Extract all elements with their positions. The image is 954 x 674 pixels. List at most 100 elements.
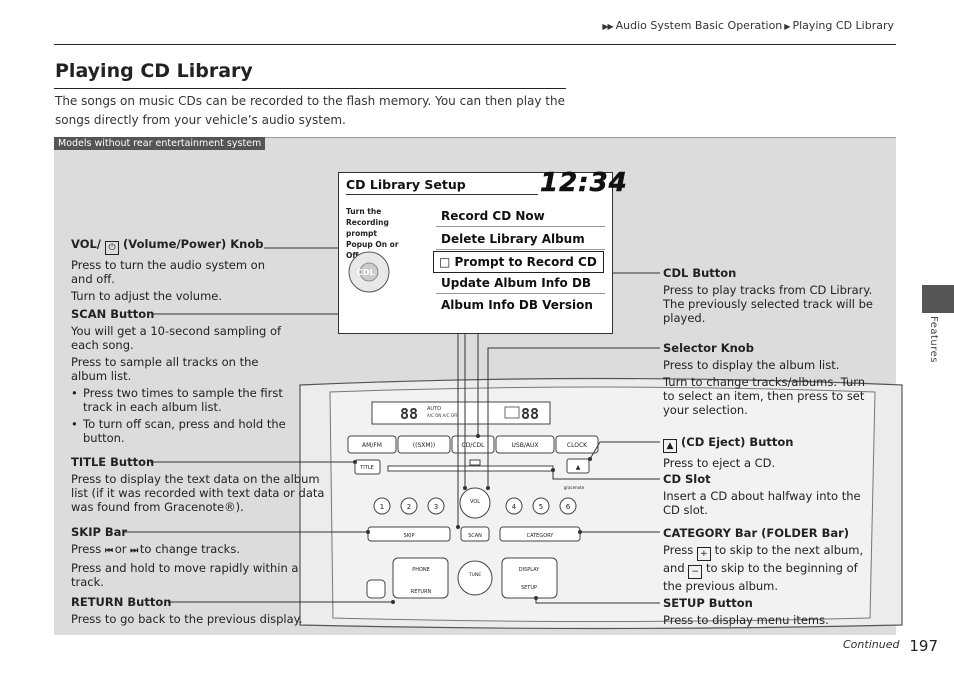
vol-heading-pre: VOL/ [71, 237, 102, 251]
title-label: TITLE [359, 465, 374, 471]
cdslot-desc: Insert a CD about halfway into the CD sl… [663, 489, 861, 517]
usb-aux-button [495, 435, 555, 454]
preset-2-label: 2 [407, 503, 411, 511]
skip-forward-icon: ⏭ [130, 546, 138, 556]
callout-category: CATEGORY Bar (FOLDER Bar) Press + to ski… [663, 526, 878, 593]
eject-glyph: ▲ [576, 464, 581, 471]
power-icon: ⏻ [105, 241, 120, 255]
skip-desc-1: Press ⏮ or ⏭ to change tracks. [71, 542, 321, 558]
menu-record-cd-now[interactable]: Record CD Now [436, 206, 605, 227]
setup-label: SETUP [521, 585, 537, 591]
phone-hook-button [366, 579, 386, 599]
tune-knob [457, 560, 493, 596]
callout-eject: ▲ (CD Eject) Button Press to eject a CD. [663, 435, 878, 470]
vol-heading-post: (Volume/Power) Knob [123, 237, 264, 251]
skip-back-icon: ⏮ [104, 546, 113, 556]
menu-update-album-info-db[interactable]: Update Album Info DB [436, 273, 605, 294]
page-title: Playing CD Library [55, 60, 253, 82]
scan-heading: SCAN Button [71, 307, 155, 321]
cdl-desc: Press to play tracks from CD Library. Th… [663, 283, 874, 325]
callout-selector: Selector Knob Press to display the album… [663, 341, 878, 417]
selector-desc-1: Press to display the album list. [663, 358, 840, 372]
leader-dots [353, 434, 592, 604]
cdl-indicator [469, 459, 481, 466]
title-button [354, 459, 381, 475]
title-rule [54, 88, 566, 89]
callout-cdl: CDL Button Press to play tracks from CD … [663, 266, 878, 325]
eject-heading-text: (CD Eject) Button [681, 435, 794, 449]
cd-cdl-label: CD/CDL [462, 442, 486, 449]
callout-vol: VOL/ ⏻ (Volume/Power) Knob Press to turn… [71, 237, 271, 303]
lcd-digits-left: 88 [400, 405, 418, 423]
intro-text: The songs on music CDs can be recorded t… [55, 94, 565, 127]
breadcrumb: ▶▶Audio System Basic Operation▶Playing C… [602, 19, 894, 32]
category-desc-mid: to skip to the next album, and [663, 543, 864, 575]
cdslot-heading: CD Slot [663, 472, 711, 486]
callout-skip: SKIP Bar Press ⏮ or ⏭ to change tracks. … [71, 525, 321, 589]
menu-album-info-db-version[interactable]: Album Info DB Version [441, 298, 593, 312]
callout-scan: SCAN Button You will get a 10-second sam… [71, 307, 301, 445]
cdl-knob-icon: CDL [348, 251, 390, 293]
clock-label: CLOCK [567, 442, 588, 449]
leader-eject [589, 441, 660, 460]
am-fm-label: AM/FM [362, 442, 382, 449]
vol-heading: VOL/ ⏻ (Volume/Power) Knob [71, 237, 271, 255]
return-desc: Press to go back to the previous display… [71, 612, 303, 626]
callout-title: TITLE Button Press to display the text d… [71, 455, 333, 514]
callout-cdslot: CD Slot Insert a CD about halfway into t… [663, 472, 878, 517]
preset-1-button [373, 497, 391, 515]
preset-5-label: 5 [539, 503, 543, 511]
breadcrumb-section[interactable]: Audio System Basic Operation [615, 19, 783, 32]
category-desc-pre: Press [663, 543, 694, 557]
skip-desc-2: Press and hold to move rapidly within a … [71, 561, 299, 589]
breadcrumb-arrows: ▶▶ [602, 22, 613, 31]
vol-desc-1: Press to turn the audio system on and of… [71, 258, 265, 286]
leader-cdslot [552, 470, 660, 480]
preset-2-button [400, 497, 418, 515]
phone-return-cluster [392, 557, 449, 599]
sxm-button [397, 435, 451, 454]
cd-slot [387, 465, 554, 472]
preset-6-button [559, 497, 577, 515]
breadcrumb-arrow: ▶ [784, 22, 790, 31]
lcd-ac: A/C ON A/C OFF [427, 413, 459, 418]
vol-desc-2: Turn to adjust the volume. [71, 289, 223, 303]
lcd-digits-right: 88 [521, 405, 539, 423]
skip-heading: SKIP Bar [71, 525, 128, 539]
usb-aux-label: USB/AUX [512, 442, 539, 449]
menu-delete-library-album[interactable]: Delete Library Album [436, 229, 605, 250]
lcd-strip [371, 401, 551, 425]
category-heading: CATEGORY Bar (FOLDER Bar) [663, 526, 850, 540]
callout-setup: SETUP Button Press to display menu items… [663, 596, 878, 627]
section-tab[interactable] [922, 285, 954, 313]
plus-icon: + [696, 547, 711, 561]
setup-desc: Press to display menu items. [663, 613, 829, 627]
scan-desc-2: Press to sample all tracks on the album … [71, 355, 259, 383]
cdl-heading: CDL Button [663, 266, 737, 280]
skip-desc-post: to change tracks. [139, 542, 240, 556]
scan-button [460, 526, 490, 542]
phone-label: PHONE [412, 567, 430, 573]
category-desc-post: to skip to the beginning of the previous… [663, 561, 858, 593]
return-label: RETURN [411, 589, 432, 595]
models-tag: Models without rear entertainment system [54, 137, 266, 150]
display-setup-cluster [501, 557, 558, 599]
screen-title-rule [346, 194, 538, 195]
scan-desc-1: You will get a 10-second sampling of eac… [71, 324, 282, 352]
preset-6-label: 6 [566, 503, 571, 511]
continued-note: Continued [843, 638, 900, 651]
eject-heading: ▲ (CD Eject) Button [663, 435, 878, 453]
scan-bullet-2: To turn off scan, press and hold the but… [71, 417, 305, 445]
page-number: 197 [909, 637, 938, 655]
eject-desc: Press to eject a CD. [663, 456, 776, 470]
sxm-label: ((SXM)) [413, 442, 435, 449]
selector-desc-2: Turn to change tracks/albums. Turn to se… [663, 375, 866, 417]
setup-heading: SETUP Button [663, 596, 753, 610]
eject-button [566, 458, 590, 474]
preset-4-button [505, 497, 523, 515]
menu-prompt-to-record-cd[interactable]: □ Prompt to Record CD [433, 251, 604, 273]
scan-label: SCAN [468, 533, 482, 539]
skip-desc-pre: Press [71, 542, 102, 556]
popup-note: Turn the Recording prompt Popup On or Of… [346, 207, 399, 260]
